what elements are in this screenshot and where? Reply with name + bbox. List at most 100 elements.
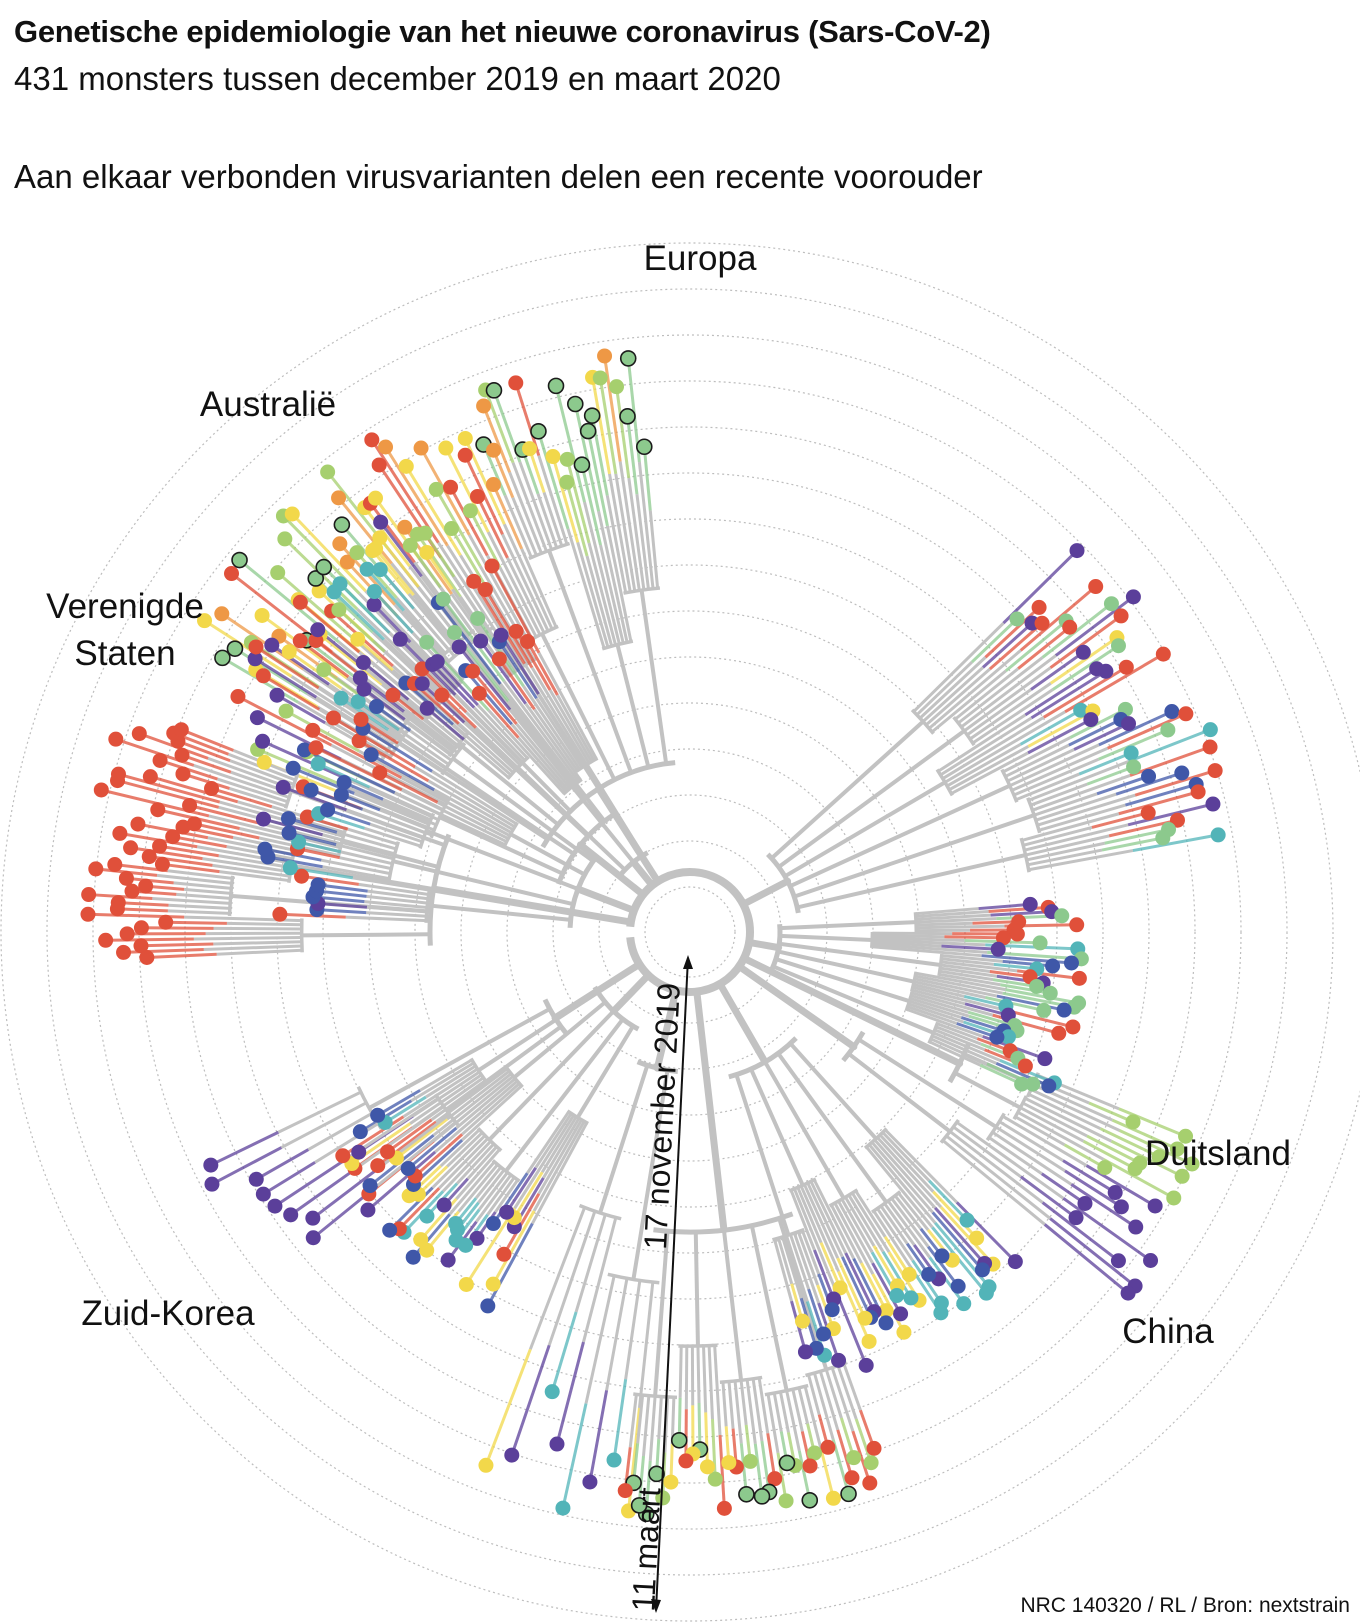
tip-branch: [872, 940, 942, 948]
sample-tip: [173, 722, 189, 738]
tip-branch-colored: [970, 617, 1019, 664]
sample-tip: [1184, 1156, 1200, 1172]
sample-tip: [1151, 1149, 1167, 1165]
tip-branch-colored: [378, 536, 420, 588]
tip-branch: [398, 728, 450, 766]
tip-branch: [508, 471, 543, 554]
tip-branch: [476, 704, 529, 760]
tip-branch-colored: [1110, 1139, 1183, 1178]
tip-branch: [597, 510, 629, 643]
subclade-branch: [847, 1052, 952, 1134]
tip-branch-colored: [565, 458, 591, 544]
subclade-arc: [869, 931, 875, 949]
tip-branch-colored: [979, 1063, 1023, 1086]
tip-branch-colored: [836, 1429, 854, 1479]
sample-tip: [204, 781, 220, 797]
tip-branch: [468, 534, 530, 642]
tip-branch-colored: [159, 844, 219, 858]
sample-tip: [592, 370, 608, 386]
tip-branch: [803, 1385, 823, 1449]
sample-tip: [1036, 1002, 1052, 1018]
sample-tip: [1032, 935, 1048, 951]
tip-branch-colored: [1129, 745, 1211, 777]
tip-branch: [173, 881, 232, 890]
tip-branch-colored: [117, 907, 168, 913]
tip-branch: [915, 661, 973, 716]
tip-branch-colored: [1097, 728, 1169, 761]
tip-branch: [777, 1237, 794, 1285]
sample-tip: [903, 1290, 919, 1306]
tip-branch: [352, 876, 430, 892]
tip-branch: [337, 781, 437, 827]
tip-branch: [371, 631, 444, 700]
tip-branch-colored: [291, 512, 367, 593]
subclade-branch: [749, 1225, 789, 1392]
time-ring: [92, 334, 1288, 1530]
tip-branch: [781, 1236, 803, 1299]
tip-branch-colored: [371, 549, 410, 595]
sample-tip: [429, 654, 445, 670]
tip-branch: [773, 1238, 793, 1302]
sample-tip: [256, 754, 272, 770]
sample-tip: [857, 1310, 873, 1326]
tip-branch: [499, 682, 578, 785]
sample-tip: [716, 1500, 732, 1516]
time-axis-arrow-top: [683, 955, 693, 969]
tip-branch-colored: [301, 874, 359, 886]
tip-branch-colored: [928, 1256, 965, 1305]
tip-branch: [908, 1002, 965, 1024]
sample-tip: [294, 868, 310, 884]
tip-branch: [397, 742, 445, 774]
tip-branch-colored: [1111, 1118, 1178, 1151]
tip-branch: [966, 688, 1032, 737]
tip-branch-colored: [626, 416, 639, 495]
subclade-arc: [985, 1112, 1006, 1142]
tip-branch-colored: [255, 1148, 310, 1181]
sample-tip: [648, 1465, 665, 1483]
sample-tip: [469, 488, 485, 504]
tip-branch: [879, 1205, 909, 1245]
sample-tip: [1068, 1210, 1084, 1226]
sample-tip: [1113, 1199, 1129, 1215]
sample-tip: [108, 731, 124, 747]
tip-branch: [868, 1143, 937, 1224]
clade-arc: [619, 850, 649, 876]
tip-branch: [941, 954, 1003, 963]
sample-tip: [349, 545, 365, 561]
subclade-arc: [935, 768, 954, 797]
tip-branch: [608, 473, 632, 593]
sample-tip: [583, 407, 601, 424]
tip-branch: [228, 787, 287, 808]
tip-branch-colored: [505, 1166, 537, 1214]
sample-tip: [858, 1357, 874, 1373]
tip-branch-colored: [370, 753, 435, 792]
subclade-branch: [770, 720, 925, 860]
sample-tip: [485, 477, 501, 493]
tip-branch: [915, 971, 1006, 992]
stem-branch: [693, 988, 728, 1234]
tip-branch-colored: [370, 439, 440, 544]
tip-branch-colored: [338, 582, 391, 634]
subclade-arc: [433, 1093, 461, 1128]
tip-branch: [713, 1345, 722, 1436]
tip-branch: [425, 1064, 477, 1099]
tip-branch: [457, 1163, 499, 1213]
tip-branch-colored: [871, 1262, 902, 1315]
tip-branch-colored: [760, 1440, 771, 1493]
tip-branch: [847, 1194, 885, 1253]
tip-branch-colored: [492, 483, 524, 550]
tip-branch: [916, 917, 997, 924]
tip-branch-colored: [588, 1390, 609, 1483]
region-label-australia: Australië: [200, 385, 336, 424]
sample-tip: [401, 1188, 417, 1204]
tip-branch: [807, 1374, 821, 1415]
sample-tip: [88, 861, 104, 877]
tip-branch-colored: [612, 1379, 628, 1461]
tip-branch: [475, 1174, 513, 1223]
sample-tip: [547, 377, 565, 395]
tip-branch: [915, 907, 979, 916]
sample-tip: [1107, 1185, 1123, 1201]
tip-branch: [478, 1171, 509, 1211]
tip-branch: [818, 1370, 840, 1431]
tip-branch: [678, 1346, 683, 1398]
